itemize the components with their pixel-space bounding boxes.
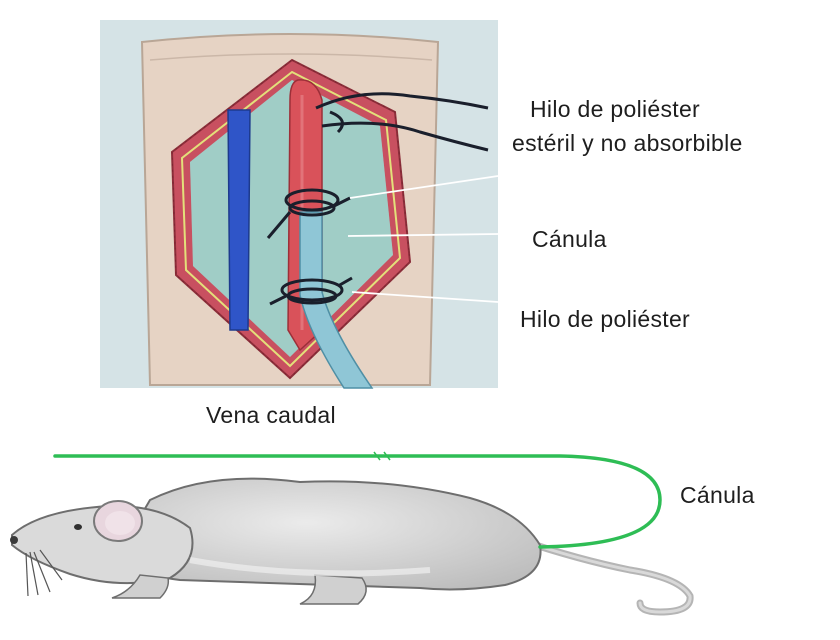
vein-blue	[228, 110, 250, 330]
label-sterile-thread-line2: estéril y no absorbible	[512, 130, 743, 157]
surgical-closeup-panel	[100, 20, 498, 388]
label-caudal-vein: Vena caudal	[206, 402, 336, 429]
rat-tail	[520, 540, 690, 612]
rat-eye	[74, 524, 82, 530]
label-sterile-thread-line1: Hilo de poliéster	[530, 96, 700, 123]
rat-nose	[10, 536, 18, 544]
rat-illustration	[10, 452, 690, 612]
label-cannula-lower: Cánula	[680, 482, 755, 509]
label-cannula-upper: Cánula	[532, 226, 607, 253]
label-polyester-thread: Hilo de poliéster	[520, 306, 690, 333]
